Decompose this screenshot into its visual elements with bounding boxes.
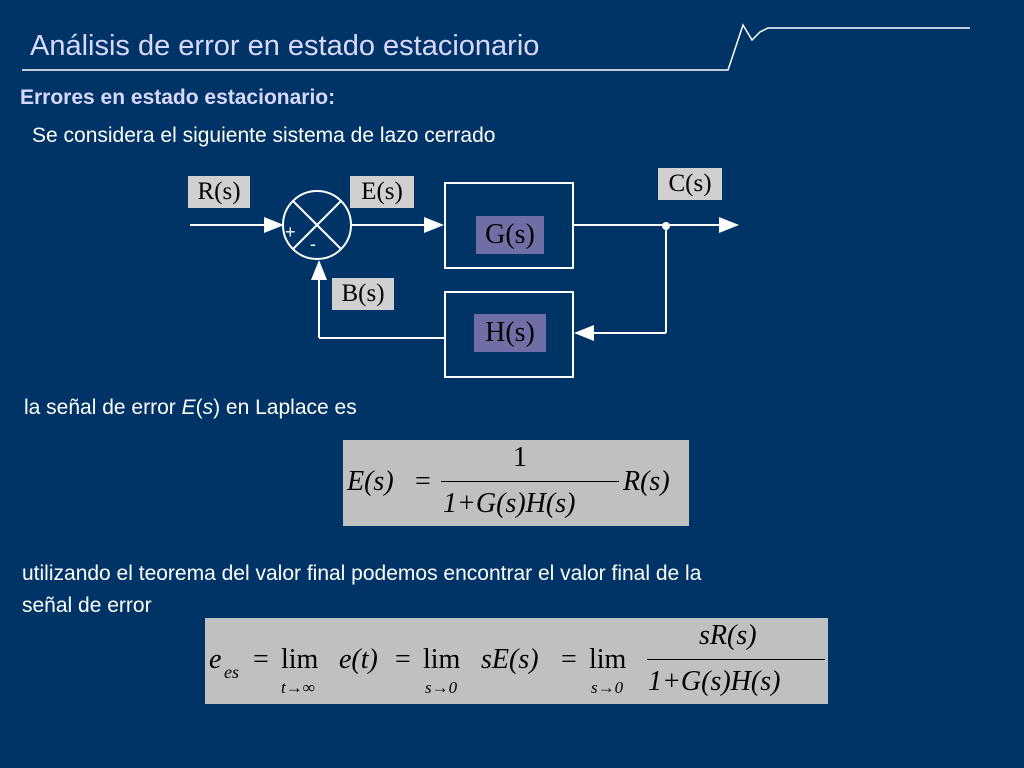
error-equation: E(s) = 1 1+G(s)H(s) R(s) (343, 440, 689, 526)
intro-text: Se considera el siguiente sistema de laz… (32, 124, 496, 147)
minus-sign: - (310, 234, 316, 254)
error-signal-text: la señal de error E(s) en Laplace es (24, 396, 357, 419)
output-label: C(s) (658, 168, 722, 200)
section-heading: Errores en estado estacionario: (20, 86, 336, 109)
final-value-equation: e es = lim t→∞ e(t) = lim s→0 sE(s) = li… (205, 618, 828, 704)
error-label: E(s) (350, 176, 414, 208)
input-label: R(s) (188, 176, 250, 208)
forward-block-label: G(s) (476, 216, 544, 254)
final-value-text-2: señal de error (22, 594, 152, 617)
plus-sign: + (285, 222, 296, 242)
feedback-block-frame (444, 291, 574, 378)
slide-title: Análisis de error en estado estacionario (30, 30, 540, 62)
feedback-label: B(s) (332, 278, 394, 310)
final-value-text-1: utilizando el teorema del valor final po… (22, 562, 702, 585)
feedback-block-label: H(s) (474, 314, 546, 352)
